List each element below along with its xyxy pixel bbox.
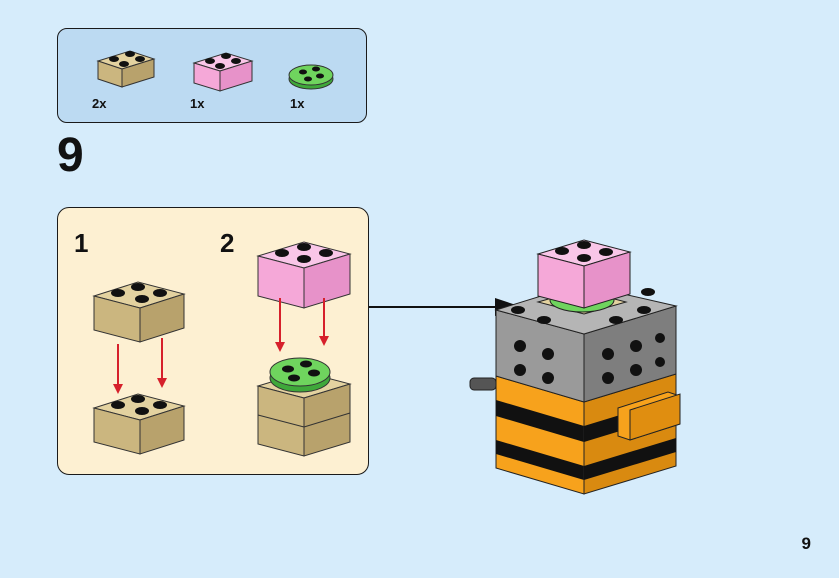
parts-list-panel: 2x 1x 1x — [57, 28, 367, 123]
part-qty-pink: 1x — [190, 96, 205, 111]
page-number: 9 — [801, 534, 811, 553]
part-qty-tan: 2x — [92, 96, 107, 111]
assembled-model-illustration — [469, 239, 681, 495]
substep-label-2: 2 — [220, 228, 235, 258]
green-round-plate-icon — [288, 64, 334, 90]
pink-brick-icon — [192, 52, 254, 92]
tan-brick-icon — [96, 50, 156, 88]
substep-2-illustration — [256, 241, 352, 457]
substep-label-1: 1 — [74, 228, 89, 258]
part-qty-green: 1x — [290, 96, 305, 111]
substep-panel: 1 2 — [57, 207, 369, 475]
substep-1-illustration — [92, 281, 186, 455]
step-number: 9 — [57, 129, 84, 182]
